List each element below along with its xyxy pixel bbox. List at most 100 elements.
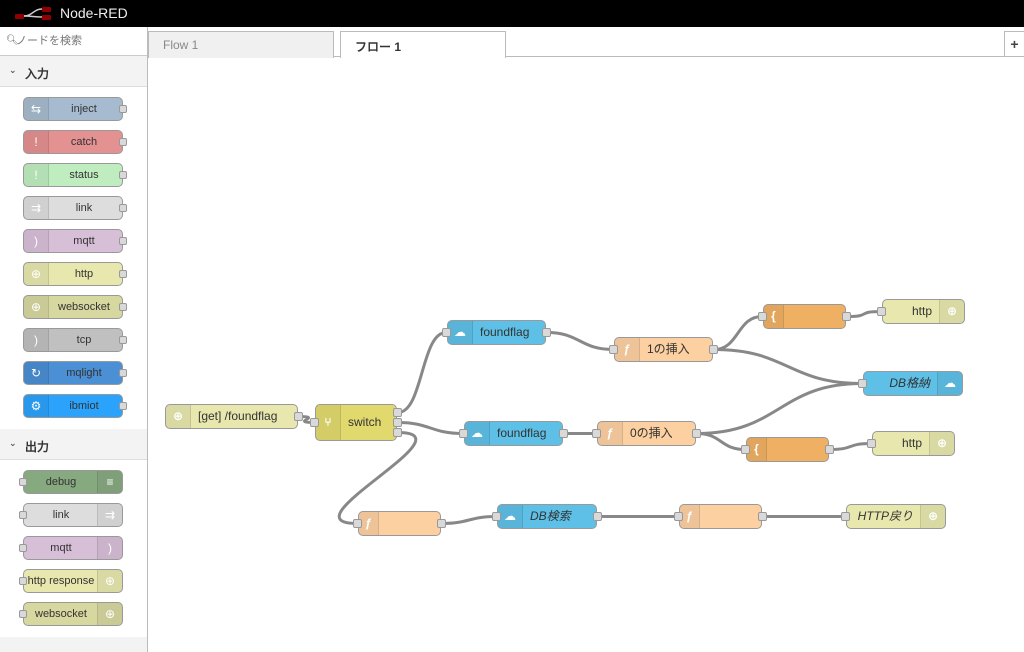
wire[interactable]: [713, 348, 863, 385]
wire[interactable]: [397, 331, 447, 414]
palette-node-tcp[interactable]: )tcp: [23, 328, 127, 352]
flow-node-n-found1[interactable]: ☁foundflag: [442, 320, 551, 345]
output-port: [119, 171, 127, 179]
input-port[interactable]: [758, 312, 767, 321]
input-port[interactable]: [492, 512, 501, 521]
flow-node-n-http-in[interactable]: ⊕[get] /foundflag: [165, 404, 303, 429]
output-port[interactable]: [593, 512, 602, 521]
output-port[interactable]: [758, 512, 767, 521]
palette-category-header[interactable]: ⌄入力: [0, 56, 147, 87]
input-port[interactable]: [592, 429, 601, 438]
wire[interactable]: [829, 442, 872, 451]
flow-node-n-db-search[interactable]: ☁DB検索: [492, 504, 602, 529]
output-port[interactable]: [393, 418, 402, 427]
wires-layer: [298, 310, 882, 525]
flow-node-n-resp1[interactable]: ⊕http: [877, 299, 965, 324]
output-port[interactable]: [294, 412, 303, 421]
input-port[interactable]: [841, 512, 850, 521]
wire[interactable]: [298, 415, 315, 424]
wire[interactable]: [846, 310, 882, 318]
wire[interactable]: [337, 431, 418, 525]
flow-node-n-found2[interactable]: ☁foundflag: [459, 421, 568, 446]
input-port[interactable]: [867, 439, 876, 448]
chevron-down-icon: ⌄: [9, 65, 17, 75]
palette-node-label: websocket: [58, 301, 110, 313]
input-port[interactable]: [877, 307, 886, 316]
template-icon: {: [747, 438, 767, 461]
app-title: Node-RED: [60, 5, 128, 21]
link-icon: ⇉: [97, 504, 122, 526]
palette-node-websocket[interactable]: ⊕websocket: [19, 602, 123, 626]
flow-node-n-tmpl1[interactable]: {: [758, 304, 851, 329]
output-port: [119, 336, 127, 344]
output-port[interactable]: [692, 429, 701, 438]
alert-icon: !: [24, 131, 49, 153]
input-port[interactable]: [858, 379, 867, 388]
input-port[interactable]: [741, 445, 750, 454]
palette-node-inject[interactable]: ⇆inject: [23, 97, 127, 121]
palette-node-mqtt[interactable]: )mqtt: [19, 536, 123, 560]
input-port[interactable]: [459, 429, 468, 438]
palette-node-label: mqlight: [66, 367, 102, 379]
flow-node-n-resp2[interactable]: ⊕http: [867, 431, 955, 456]
search-icon: 🔍︎: [6, 35, 19, 46]
input-port[interactable]: [609, 345, 618, 354]
input-port[interactable]: [353, 519, 362, 528]
white-globe-icon: ⊕: [929, 432, 954, 455]
wire[interactable]: [696, 382, 863, 435]
palette-node-link[interactable]: ⇉link: [19, 503, 123, 527]
input-port[interactable]: [442, 328, 451, 337]
flow-node-n-db-store[interactable]: ☁DB格納: [858, 371, 963, 396]
output-port: [119, 402, 127, 410]
palette-category-header[interactable]: ⌄出力: [0, 429, 147, 460]
output-port[interactable]: [437, 519, 446, 528]
inject-icon: ⇆: [24, 98, 49, 120]
wire[interactable]: [441, 515, 497, 525]
wire[interactable]: [713, 315, 763, 351]
flow-node-n-tmpl2[interactable]: {: [741, 437, 834, 462]
tab-flow-jp[interactable]: フロー 1: [340, 31, 506, 58]
output-port[interactable]: [393, 408, 402, 417]
palette-node-label: tcp: [76, 334, 92, 346]
wire[interactable]: [546, 331, 614, 351]
add-tab-button[interactable]: +: [1004, 31, 1024, 57]
output-port[interactable]: [842, 312, 851, 321]
palette-node-websocket[interactable]: ⊕websocket: [23, 295, 127, 319]
output-port: [119, 204, 127, 212]
palette-node-http[interactable]: ⊕http: [23, 262, 127, 286]
wire[interactable]: [696, 432, 746, 451]
palette-node-ibmiot[interactable]: ⚙ibmiot: [23, 394, 127, 418]
palette-node-catch[interactable]: !catch: [23, 130, 127, 154]
output-port[interactable]: [825, 445, 834, 454]
flow-node-n-http-ret[interactable]: ⊕HTTP戻り: [841, 504, 946, 529]
output-port[interactable]: [559, 429, 568, 438]
palette-node-mqtt[interactable]: )mqtt: [23, 229, 127, 253]
palette-node-http-response[interactable]: ⊕http response: [19, 569, 123, 593]
tab-flow-1[interactable]: Flow 1: [148, 31, 334, 58]
palette-node-label: mqtt: [73, 235, 95, 247]
input-port[interactable]: [310, 418, 319, 427]
wire[interactable]: [397, 421, 464, 435]
output-port: [119, 270, 127, 278]
flow-node-n-func3[interactable]: ƒ: [353, 511, 446, 536]
tab-label: フロー 1: [355, 40, 402, 54]
palette-search-input[interactable]: [16, 33, 141, 49]
input-port: [19, 478, 27, 486]
palette-node-status[interactable]: !status: [23, 163, 127, 187]
white-globe-icon: ⊕: [166, 405, 191, 428]
flow-node-n-switch[interactable]: ⑂switch: [310, 404, 402, 441]
output-port[interactable]: [542, 328, 551, 337]
link-icon: ⇉: [24, 197, 49, 219]
header-bar: Node-RED: [0, 0, 1024, 27]
palette-node-debug[interactable]: ≡debug: [19, 470, 123, 494]
palette-node-link[interactable]: ⇉link: [23, 196, 127, 220]
input-port[interactable]: [674, 512, 683, 521]
palette-node-mqlight[interactable]: ↻mqlight: [23, 361, 127, 385]
output-port[interactable]: [393, 428, 402, 437]
flow-node-n-func4[interactable]: ƒ: [674, 504, 767, 529]
cloudant-icon: ☁: [937, 372, 962, 395]
output-port[interactable]: [709, 345, 718, 354]
